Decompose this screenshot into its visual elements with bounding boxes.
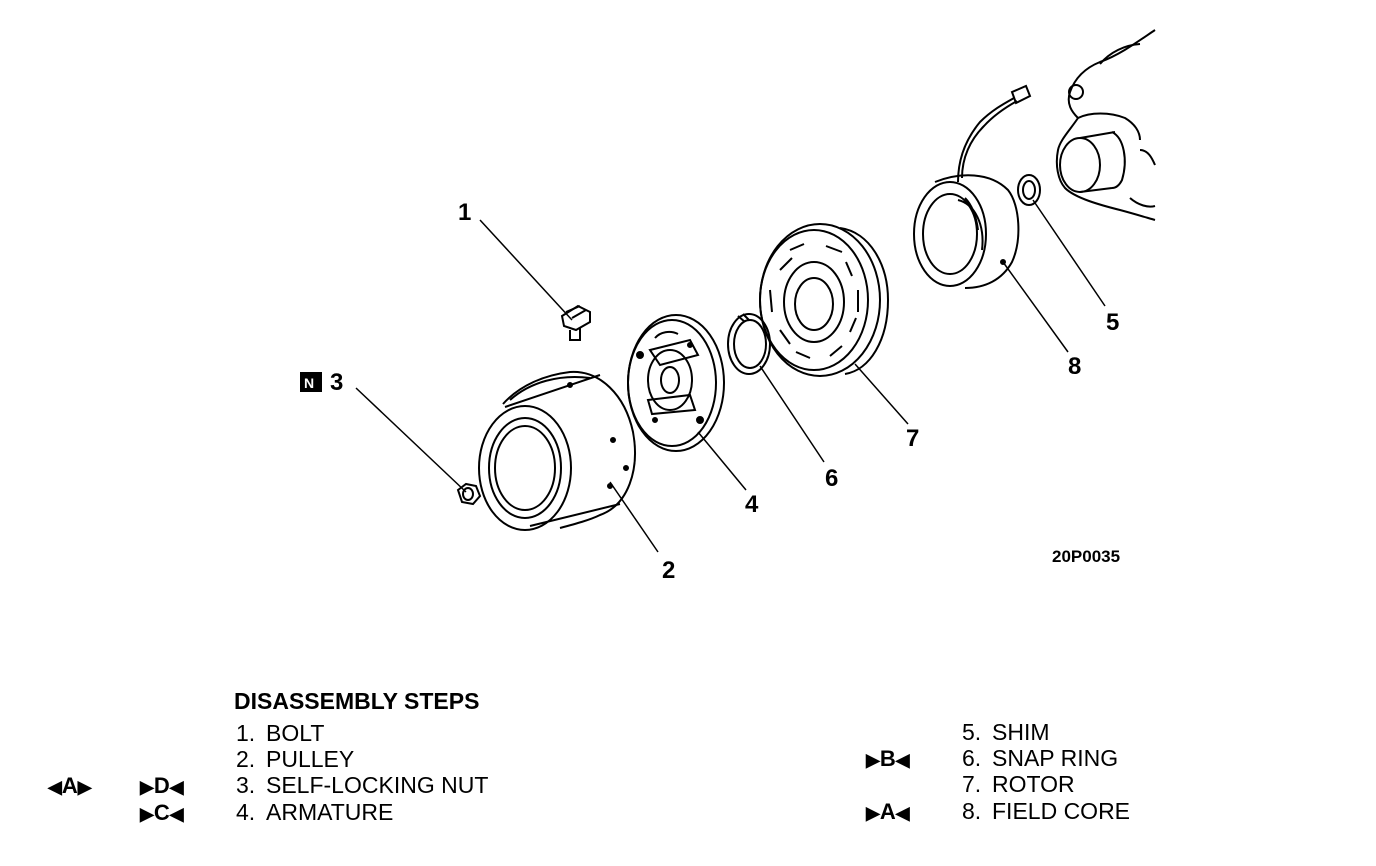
svg-text:N: N: [304, 375, 314, 391]
step-1: 1.BOLT: [236, 720, 325, 746]
step-4: 4.ARMATURE: [236, 799, 394, 825]
callout-6: 6: [825, 465, 838, 492]
step-6: 6.SNAP RING: [962, 745, 1119, 771]
outward-arrows-icon: ◀A▶: [48, 773, 92, 798]
pulley-part: [478, 370, 636, 531]
leader-lines: [355, 199, 1106, 553]
callout-1: 1: [458, 199, 471, 226]
bolt-part: [560, 304, 591, 341]
steps-title: DISASSEMBLY STEPS: [234, 688, 480, 714]
step-5: 5.SHIM: [962, 719, 1050, 745]
callout-7: 7: [906, 425, 919, 452]
callout-2: 2: [662, 557, 675, 584]
step-3: 3.SELF-LOCKING NUT: [236, 772, 489, 798]
callout-3: 3: [330, 369, 343, 396]
field-core-part: [913, 84, 1032, 289]
callout-4: 4: [745, 491, 759, 518]
step-8: 8.FIELD CORE: [962, 798, 1131, 824]
inward-arrows-icon: ▶C◀: [140, 800, 184, 825]
shim-part: [1017, 174, 1041, 206]
figure-id: 20P0035: [1052, 547, 1120, 566]
callout-5: 5: [1106, 309, 1119, 336]
armature-part: [627, 314, 725, 452]
self-locking-nut-part: [456, 482, 482, 506]
inward-arrows-icon: ▶D◀: [140, 773, 184, 798]
inward-arrows-icon: ▶A◀: [866, 799, 910, 824]
inward-arrows-icon: ▶B◀: [866, 746, 910, 771]
step-2: 2.PULLEY: [236, 746, 355, 772]
compressor-body: [1055, 29, 1156, 221]
callout-8: 8: [1068, 353, 1081, 380]
rotor-part: [759, 223, 890, 377]
step-7: 7.ROTOR: [962, 771, 1075, 797]
new-part-badge: N: [300, 372, 322, 392]
